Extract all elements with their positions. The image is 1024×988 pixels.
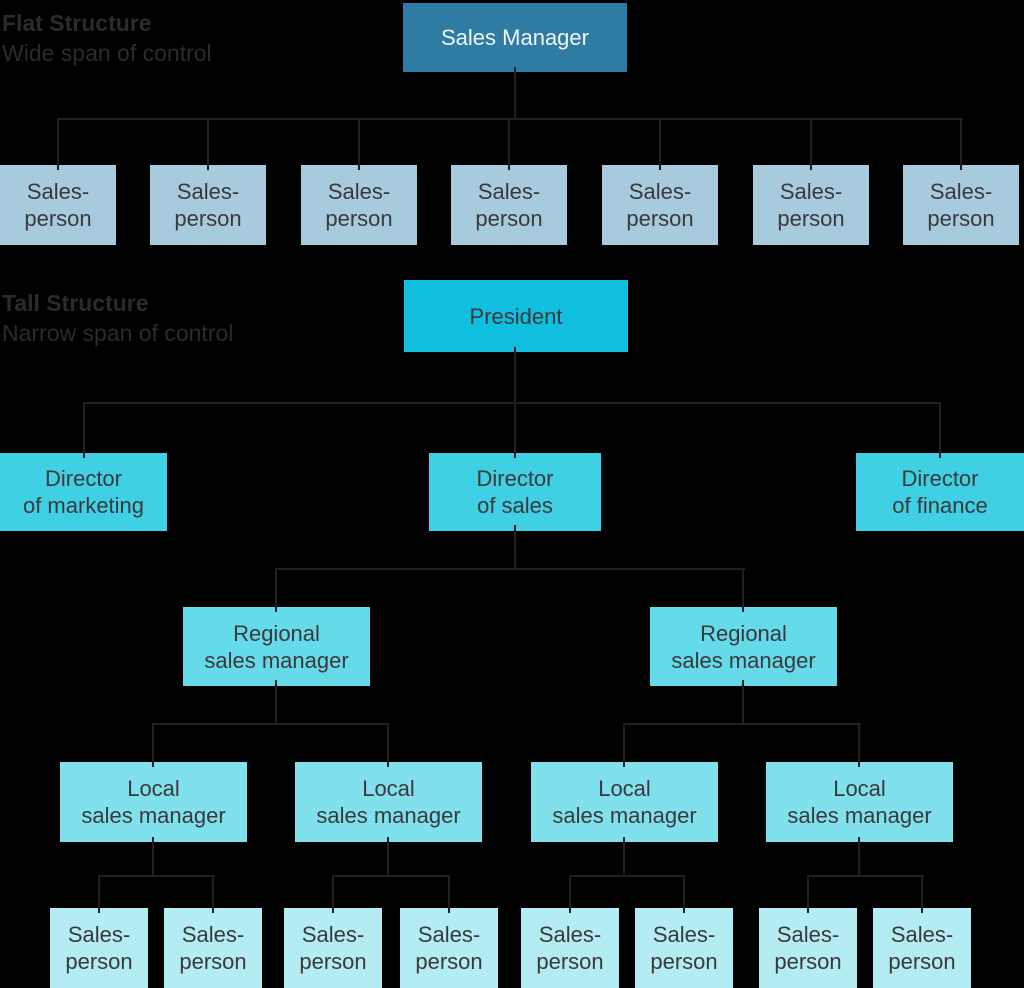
flat-salesperson-box-5: Sales- person: [602, 165, 718, 245]
connector-flat-drop-3: [358, 118, 360, 170]
tall-structure-subtitle: Narrow span of control: [2, 320, 234, 346]
connector-director-drop-3: [939, 402, 941, 458]
connector-sp-bus-2: [332, 875, 450, 877]
tall-salesperson-box-7: Sales- person: [759, 908, 857, 988]
connector-director-drop-2: [514, 402, 516, 458]
connector-flat-drop-2: [207, 118, 209, 170]
connector-director-sales-drop: [514, 525, 516, 570]
connector-regional2-down: [742, 680, 744, 725]
connector-flat-drop-6: [810, 118, 812, 170]
connector-local-drop-1: [152, 723, 154, 767]
tall-salesperson-box-4: Sales- person: [400, 908, 498, 988]
connector-regional1-down: [275, 680, 277, 725]
director-of-finance-box: Director of finance: [856, 453, 1024, 531]
connector-local3-down: [623, 837, 625, 877]
connector-flat-bus: [57, 118, 963, 120]
connector-local-bus-2: [623, 723, 861, 725]
local-sales-manager-box-1: Local sales manager: [60, 762, 247, 842]
connector-flat-drop-7: [960, 118, 962, 170]
local-sales-manager-box-2: Local sales manager: [295, 762, 482, 842]
connector-sp-drop-6: [683, 875, 685, 913]
connector-flat-drop-1: [57, 118, 59, 170]
regional-sales-manager-box-1: Regional sales manager: [183, 607, 370, 686]
sales-manager-box: Sales Manager: [403, 3, 627, 72]
connector-sp-bus-3: [569, 875, 686, 877]
local-sales-manager-box-4: Local sales manager: [766, 762, 953, 842]
connector-regional-drop-2: [742, 568, 744, 612]
connector-sp-bus-1: [98, 875, 215, 877]
flat-salesperson-box-1: Sales- person: [0, 165, 116, 245]
connector-local-bus-1: [152, 723, 390, 725]
tall-structure-heading-block: Tall Structure Narrow span of control: [2, 288, 233, 348]
connector-regional-drop-1: [275, 568, 277, 612]
connector-sp-drop-1: [98, 875, 100, 913]
tall-salesperson-box-1: Sales- person: [50, 908, 148, 988]
local-sales-manager-box-3: Local sales manager: [531, 762, 718, 842]
flat-structure-heading-block: Flat Structure Wide span of control: [2, 8, 212, 68]
connector-local-drop-4: [858, 723, 860, 767]
tall-salesperson-box-8: Sales- person: [873, 908, 971, 988]
tall-salesperson-box-2: Sales- person: [164, 908, 262, 988]
connector-local-drop-2: [387, 723, 389, 767]
connector-directors-bus: [83, 402, 941, 404]
flat-salesperson-box-6: Sales- person: [753, 165, 869, 245]
connector-local2-down: [387, 837, 389, 877]
director-of-marketing-box: Director of marketing: [0, 453, 167, 531]
connector-local1-down: [152, 837, 154, 877]
connector-local4-down: [858, 837, 860, 877]
tall-salesperson-box-3: Sales- person: [284, 908, 382, 988]
tall-structure-title: Tall Structure: [2, 290, 149, 316]
connector-president-drop: [514, 347, 516, 404]
connector-flat-drop-4: [508, 118, 510, 170]
connector-sales-manager-drop: [514, 67, 516, 120]
connector-sp-drop-5: [569, 875, 571, 913]
tall-salesperson-box-5: Sales- person: [521, 908, 619, 988]
flat-structure-title: Flat Structure: [2, 10, 152, 36]
regional-sales-manager-box-2: Regional sales manager: [650, 607, 837, 686]
flat-salesperson-box-7: Sales- person: [903, 165, 1019, 245]
connector-sp-bus-4: [807, 875, 924, 877]
connector-sp-drop-3: [332, 875, 334, 913]
director-of-sales-box: Director of sales: [429, 453, 601, 531]
connector-local-drop-3: [623, 723, 625, 767]
connector-regional-bus: [275, 568, 745, 570]
flat-structure-subtitle: Wide span of control: [2, 40, 212, 66]
flat-salesperson-box-4: Sales- person: [451, 165, 567, 245]
connector-sp-drop-2: [212, 875, 214, 913]
connector-flat-drop-5: [659, 118, 661, 170]
connector-sp-drop-7: [807, 875, 809, 913]
connector-sp-drop-4: [448, 875, 450, 913]
connector-sp-drop-8: [921, 875, 923, 913]
tall-salesperson-box-6: Sales- person: [635, 908, 733, 988]
connector-director-drop-1: [83, 402, 85, 458]
flat-salesperson-box-3: Sales- person: [301, 165, 417, 245]
flat-salesperson-box-2: Sales- person: [150, 165, 266, 245]
president-box: President: [404, 280, 628, 352]
